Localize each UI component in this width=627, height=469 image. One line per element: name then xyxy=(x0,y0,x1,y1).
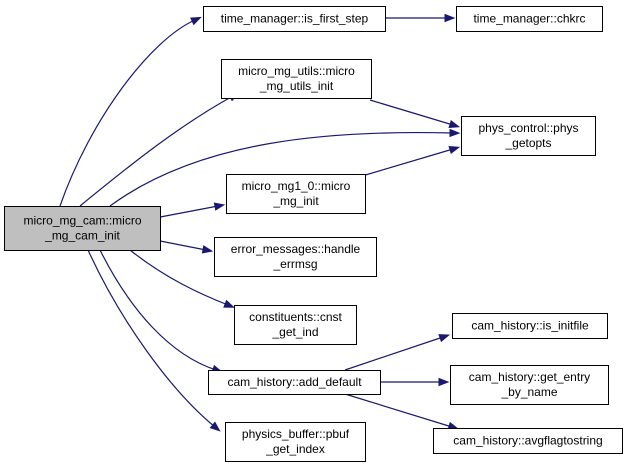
edge-line xyxy=(344,393,453,428)
node-label-line: _mg_utils_init xyxy=(259,79,334,93)
node-box[interactable] xyxy=(4,206,161,251)
node-is-initfile[interactable]: cam_history::is_initfile xyxy=(452,313,608,339)
edge-utils_init-to-phys_getopts xyxy=(369,99,461,129)
node-label-line: phys_control::phys xyxy=(478,121,578,135)
edge-add_default-to-get_entry_by_name xyxy=(380,377,450,387)
node-label-line: micro_mg_cam::micro xyxy=(23,214,141,228)
node-label-line: _get_index xyxy=(265,442,325,456)
node-label-line: _getopts xyxy=(504,136,551,150)
node-label-line: micro_mg1_0::micro xyxy=(242,179,351,193)
edge-root-to-mg1_init xyxy=(154,202,226,219)
node-label-line: _mg_cam_init xyxy=(44,229,120,243)
arrowhead xyxy=(223,299,235,308)
arrowhead xyxy=(213,202,226,211)
node-label-line: _errmsg xyxy=(272,257,317,271)
edge-line xyxy=(109,131,454,207)
node-label-line: time_manager::chkrc xyxy=(473,12,585,26)
edge-line xyxy=(87,249,216,428)
edge-mg1_init-to-phys_getopts xyxy=(361,145,461,177)
node-label-line: cam_history::avgflagtostring xyxy=(453,434,602,448)
edge-line xyxy=(79,95,234,207)
node-get-entry-by-name[interactable]: cam_history::get_entry_by_name xyxy=(450,365,609,405)
arrowhead xyxy=(201,245,214,254)
edge-root-to-phys_getopts xyxy=(109,128,461,207)
edge-root-to-add_default xyxy=(99,249,223,373)
node-box[interactable] xyxy=(214,237,377,277)
node-label-line: _get_ind xyxy=(271,325,318,339)
arrowhead xyxy=(449,128,461,138)
node-box[interactable] xyxy=(221,59,372,99)
node-handle-errmsg[interactable]: error_messages::handle_errmsg xyxy=(214,237,377,277)
node-box[interactable] xyxy=(456,6,603,32)
node-box[interactable] xyxy=(208,370,381,395)
edge-root-to-cnst_get_ind xyxy=(129,249,235,308)
node-utils-init[interactable]: micro_mg_utils::micro_mg_utils_init xyxy=(221,59,372,99)
node-box[interactable] xyxy=(203,6,386,32)
node-is-first-step[interactable]: time_manager::is_first_step xyxy=(203,6,386,32)
node-box[interactable] xyxy=(450,365,609,405)
node-mg1-init[interactable]: micro_mg1_0::micro_mg_init xyxy=(226,174,366,214)
node-label-line: _mg_init xyxy=(272,194,319,208)
node-avgflagtostring[interactable]: cam_history::avgflagtostring xyxy=(433,428,623,454)
node-label-line: constituents::cnst xyxy=(249,310,342,324)
arrowhead xyxy=(448,145,461,155)
node-box[interactable] xyxy=(452,313,608,339)
node-cnst-get-ind[interactable]: constituents::cnst_get_ind xyxy=(234,305,357,345)
arrowhead xyxy=(209,421,221,432)
node-box[interactable] xyxy=(461,116,596,156)
arrowhead xyxy=(190,16,202,26)
node-box[interactable] xyxy=(226,174,366,214)
node-box[interactable] xyxy=(225,422,366,462)
edge-line xyxy=(154,205,219,219)
edge-root-to-handle_errmsg xyxy=(154,239,214,254)
node-box[interactable] xyxy=(433,428,623,454)
edge-line xyxy=(369,99,454,126)
node-pbuf-get-index[interactable]: physics_buffer::pbuf_get_index xyxy=(225,422,366,462)
node-add-default[interactable]: cam_history::add_default xyxy=(208,370,381,395)
edge-is_first_step-to-chkrc xyxy=(385,13,456,23)
node-label-line: cam_history::get_entry xyxy=(469,370,590,384)
edge-root-to-is_first_step xyxy=(59,16,202,207)
nodes-layer: micro_mg_cam::micro_mg_cam_init time_mana… xyxy=(4,6,623,462)
arrowhead xyxy=(444,13,456,23)
edge-root-to-utils_init xyxy=(79,92,240,207)
edge-add_default-to-is_initfile xyxy=(344,334,450,371)
node-label-line: cam_history::is_initfile xyxy=(471,319,589,333)
node-root[interactable]: micro_mg_cam::micro_mg_cam_init xyxy=(4,206,161,251)
node-label-line: cam_history::add_default xyxy=(227,375,362,389)
node-label-line: _by_name xyxy=(500,385,557,399)
edge-line xyxy=(129,249,229,306)
edge-line xyxy=(344,336,444,371)
edge-line xyxy=(361,148,454,177)
node-label-line: time_manager::is_first_step xyxy=(221,12,369,26)
node-label-line: error_messages::handle xyxy=(231,242,361,256)
edge-line xyxy=(99,249,217,371)
edge-line xyxy=(154,239,207,251)
arrowhead xyxy=(438,334,450,343)
node-label-line: micro_mg_utils::micro xyxy=(238,64,355,78)
arrowhead xyxy=(438,377,450,387)
node-chkrc[interactable]: time_manager::chkrc xyxy=(456,6,603,32)
node-phys-getopts[interactable]: phys_control::phys_getopts xyxy=(461,116,596,156)
node-label-line: physics_buffer::pbuf xyxy=(242,427,350,441)
edge-root-to-pbuf_get_index xyxy=(87,249,221,432)
edge-line xyxy=(59,19,196,207)
node-box[interactable] xyxy=(234,305,357,345)
arrowhead xyxy=(448,119,461,129)
